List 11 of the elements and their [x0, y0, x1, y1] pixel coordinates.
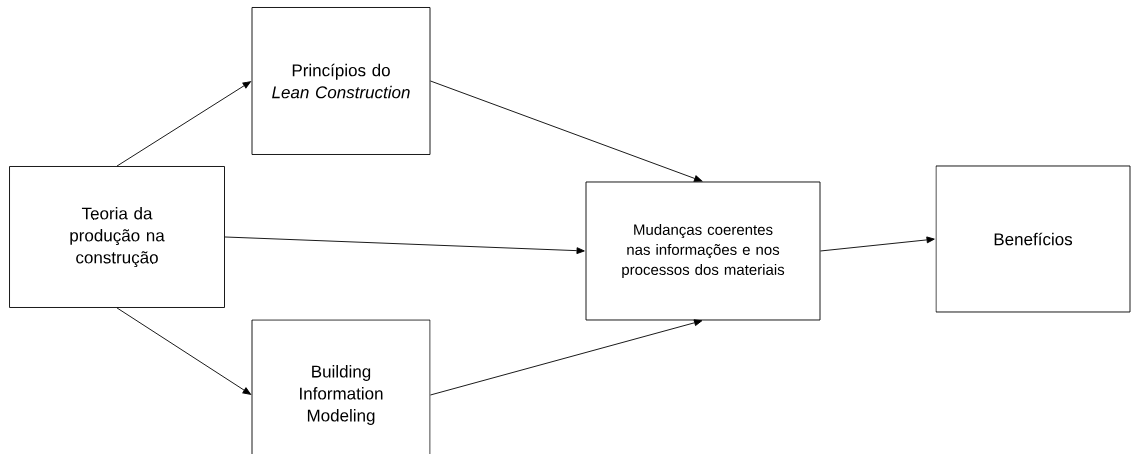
- arrow: [430, 319, 703, 396]
- process-box: Mudanças coerentes nas informações e nos processos dos materiais: [585, 181, 821, 321]
- arrow: [116, 307, 251, 395]
- process-box: Building Information Modeling: [251, 319, 431, 454]
- arrow: [820, 236, 935, 252]
- process-box: Teoria da produção na construção: [9, 166, 225, 308]
- arrow: [224, 236, 585, 255]
- process-box: Benefícios: [935, 165, 1131, 313]
- process-box: Princípios do Lean Construction: [251, 7, 431, 155]
- arrow: [116, 81, 251, 167]
- arrow: [430, 80, 703, 182]
